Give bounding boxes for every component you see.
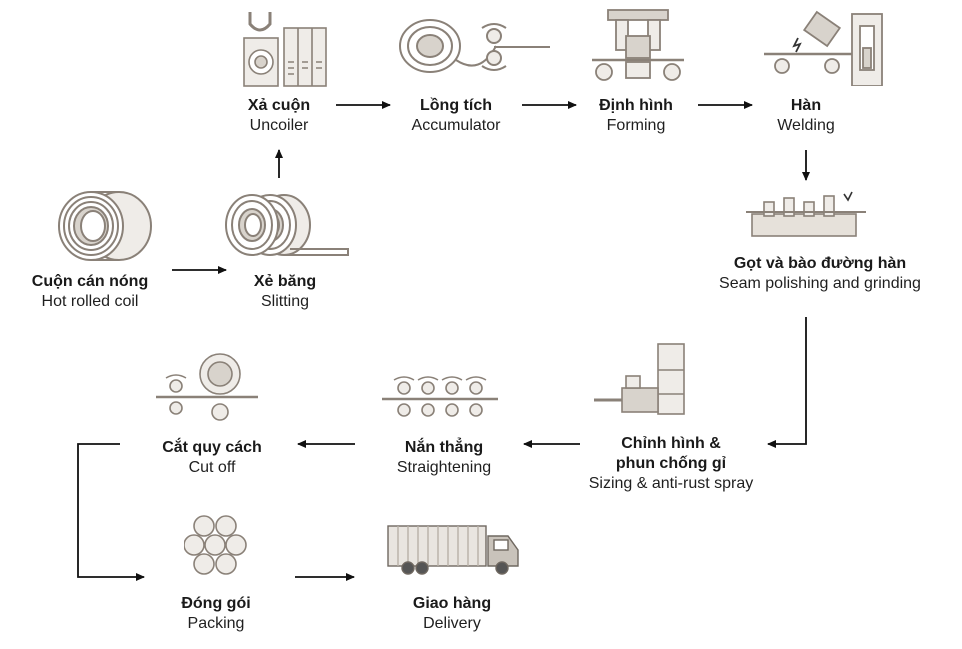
slit-coil-icon xyxy=(225,194,349,256)
step-label-en: Delivery xyxy=(423,615,481,632)
step-label-en: Cut off xyxy=(188,459,236,476)
step-label-en: Seam polishing and grinding xyxy=(719,275,921,292)
step-label-vi-line2: phun chống gỉ xyxy=(615,455,727,472)
step-label-en: Forming xyxy=(606,117,666,134)
coil-icon xyxy=(58,191,152,261)
welding-machine-icon xyxy=(764,10,883,86)
step-straightening: Nắn thẳng Straightening xyxy=(374,438,514,478)
step-label-en: Uncoiler xyxy=(249,117,309,134)
step-forming: Định hình Forming xyxy=(576,96,696,136)
step-accumulator: Lồng tích Accumulator xyxy=(391,96,521,136)
step-label-vi: Gọt và bào đường hàn xyxy=(733,255,907,272)
step-label-vi: Đóng gói xyxy=(181,595,251,612)
step-cut-off: Cắt quy cách Cut off xyxy=(142,438,282,478)
arrow-seam-to-sizing xyxy=(767,317,807,448)
step-label-vi: Xẻ băng xyxy=(253,273,317,290)
step-label-vi: Xả cuộn xyxy=(247,97,311,114)
step-label-en: Sizing & anti-rust spray xyxy=(588,475,754,492)
seam-grinder-icon xyxy=(746,191,866,237)
uncoiler-machine-icon xyxy=(243,12,327,87)
step-slitting: Xẻ băng Slitting xyxy=(220,272,350,312)
straightening-rollers-icon xyxy=(382,376,498,417)
step-delivery: Giao hàng Delivery xyxy=(392,594,512,634)
step-label-vi: Nắn thẳng xyxy=(404,439,484,456)
accumulator-icon xyxy=(399,19,550,73)
pipe-bundle-icon xyxy=(184,515,247,575)
step-welding: Hàn Welding xyxy=(746,96,866,136)
step-label-vi-line1: Chỉnh hình & xyxy=(621,435,721,452)
sizing-spray-machine-icon xyxy=(594,343,685,415)
step-label-vi: Định hình xyxy=(599,97,673,114)
forming-press-icon xyxy=(592,9,684,81)
step-seam-polishing: Gọt và bào đường hàn Seam polishing and … xyxy=(692,254,948,294)
step-label-en: Straightening xyxy=(396,459,492,476)
step-label-vi: Lồng tích xyxy=(420,97,492,114)
step-label-en: Slitting xyxy=(260,293,310,310)
step-label-vi: Cuộn cán nóng xyxy=(31,273,149,290)
step-label-vi: Hàn xyxy=(790,97,822,114)
step-label-en: Accumulator xyxy=(411,117,501,134)
truck-icon xyxy=(387,525,519,575)
step-sizing: Chỉnh hình & phun chống gỉ Sizing & anti… xyxy=(565,434,777,494)
step-label-en: Packing xyxy=(187,615,245,632)
step-hot-rolled-coil: Cuộn cán nóng Hot rolled coil xyxy=(20,272,160,312)
step-label-en: Welding xyxy=(777,117,835,134)
step-label-en: Hot rolled coil xyxy=(41,293,139,310)
step-packing: Đóng gói Packing xyxy=(156,594,276,634)
step-uncoiler: Xả cuộn Uncoiler xyxy=(219,96,339,136)
step-label-vi: Giao hàng xyxy=(412,595,492,612)
step-label-vi: Cắt quy cách xyxy=(162,439,262,456)
cutoff-saw-icon xyxy=(156,353,258,421)
arrow-cutoff-to-packing xyxy=(77,443,145,581)
